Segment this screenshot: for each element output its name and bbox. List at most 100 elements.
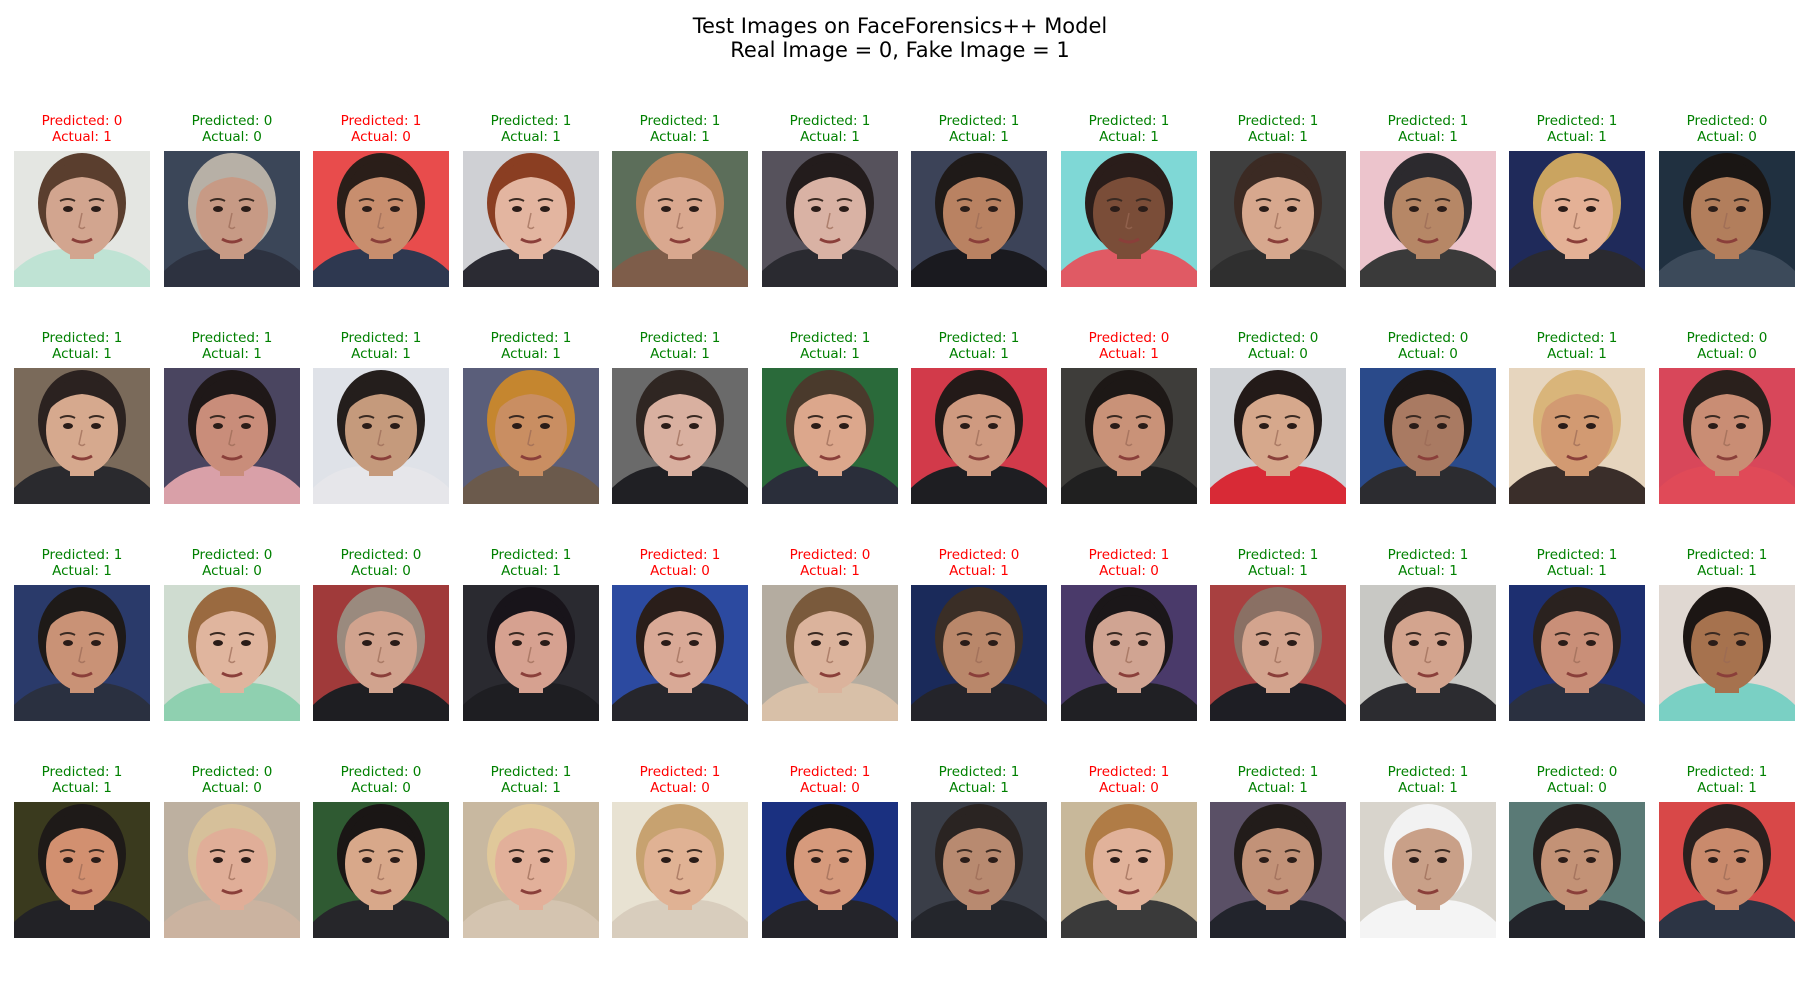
predicted-label: Predicted: 0 bbox=[1237, 330, 1319, 346]
actual-label: Actual: 1 bbox=[1697, 563, 1757, 579]
predicted-label: Predicted: 1 bbox=[1686, 764, 1768, 780]
face-thumbnail bbox=[1210, 802, 1346, 938]
predicted-label: Predicted: 1 bbox=[938, 113, 1020, 129]
actual-label: Actual: 1 bbox=[650, 129, 710, 145]
face-thumbnail bbox=[463, 802, 599, 938]
predicted-label: Predicted: 1 bbox=[1536, 330, 1618, 346]
face-thumbnail bbox=[1061, 151, 1197, 287]
face-image bbox=[1210, 802, 1346, 938]
actual-label: Actual: 0 bbox=[1547, 780, 1607, 796]
face-image bbox=[612, 368, 748, 504]
actual-label: Actual: 0 bbox=[1398, 346, 1458, 362]
face-thumbnail bbox=[1210, 368, 1346, 504]
face-image bbox=[762, 802, 898, 938]
predicted-label: Predicted: 0 bbox=[1536, 764, 1618, 780]
predicted-label: Predicted: 1 bbox=[1088, 547, 1170, 563]
predicted-label: Predicted: 1 bbox=[490, 764, 572, 780]
face-thumbnail bbox=[612, 368, 748, 504]
actual-label: Actual: 0 bbox=[351, 780, 411, 796]
figure-title: Test Images on FaceForensics++ Model Rea… bbox=[0, 14, 1800, 62]
face-thumbnail bbox=[164, 802, 300, 938]
predicted-label: Predicted: 1 bbox=[789, 113, 871, 129]
predicted-label: Predicted: 1 bbox=[1536, 547, 1618, 563]
face-image bbox=[1360, 368, 1496, 504]
face-image bbox=[911, 802, 1047, 938]
face-image bbox=[1360, 585, 1496, 721]
face-thumbnail bbox=[911, 802, 1047, 938]
actual-label: Actual: 0 bbox=[1248, 346, 1308, 362]
actual-label: Actual: 1 bbox=[1248, 129, 1308, 145]
actual-label: Actual: 1 bbox=[501, 780, 561, 796]
face-thumbnail bbox=[463, 585, 599, 721]
actual-label: Actual: 0 bbox=[1099, 780, 1159, 796]
predicted-label: Predicted: 1 bbox=[41, 764, 123, 780]
face-thumbnail bbox=[1509, 802, 1645, 938]
predicted-label: Predicted: 0 bbox=[1088, 330, 1170, 346]
face-thumbnail bbox=[1509, 368, 1645, 504]
predicted-label: Predicted: 1 bbox=[490, 113, 572, 129]
actual-label: Actual: 0 bbox=[351, 129, 411, 145]
face-image bbox=[1659, 585, 1795, 721]
face-image bbox=[1659, 151, 1795, 287]
face-image bbox=[612, 151, 748, 287]
face-thumbnail bbox=[1659, 802, 1795, 938]
face-image bbox=[463, 802, 599, 938]
face-image bbox=[164, 802, 300, 938]
face-thumbnail bbox=[1360, 151, 1496, 287]
predicted-label: Predicted: 1 bbox=[789, 764, 871, 780]
actual-label: Actual: 0 bbox=[800, 780, 860, 796]
predicted-label: Predicted: 1 bbox=[41, 547, 123, 563]
actual-label: Actual: 1 bbox=[1547, 346, 1607, 362]
predicted-label: Predicted: 1 bbox=[490, 547, 572, 563]
actual-label: Actual: 0 bbox=[1697, 129, 1757, 145]
face-thumbnail bbox=[14, 151, 150, 287]
actual-label: Actual: 1 bbox=[949, 780, 1009, 796]
predicted-label: Predicted: 0 bbox=[41, 113, 123, 129]
predicted-label: Predicted: 1 bbox=[191, 330, 273, 346]
actual-label: Actual: 0 bbox=[650, 563, 710, 579]
face-image bbox=[313, 802, 449, 938]
face-thumbnail bbox=[911, 151, 1047, 287]
predicted-label: Predicted: 1 bbox=[1237, 113, 1319, 129]
face-image bbox=[911, 151, 1047, 287]
face-image bbox=[14, 368, 150, 504]
predicted-label: Predicted: 1 bbox=[1387, 113, 1469, 129]
face-image bbox=[762, 368, 898, 504]
actual-label: Actual: 0 bbox=[202, 780, 262, 796]
predicted-label: Predicted: 1 bbox=[938, 764, 1020, 780]
face-image bbox=[1659, 802, 1795, 938]
predicted-label: Predicted: 1 bbox=[1088, 764, 1170, 780]
predicted-label: Predicted: 0 bbox=[340, 764, 422, 780]
face-image bbox=[1061, 151, 1197, 287]
face-thumbnail bbox=[612, 585, 748, 721]
face-thumbnail bbox=[313, 802, 449, 938]
face-image bbox=[313, 151, 449, 287]
face-thumbnail bbox=[1659, 585, 1795, 721]
figure-title-line-1: Test Images on FaceForensics++ Model bbox=[692, 14, 1108, 38]
face-image bbox=[911, 585, 1047, 721]
face-image bbox=[1360, 802, 1496, 938]
actual-label: Actual: 1 bbox=[1398, 129, 1458, 145]
